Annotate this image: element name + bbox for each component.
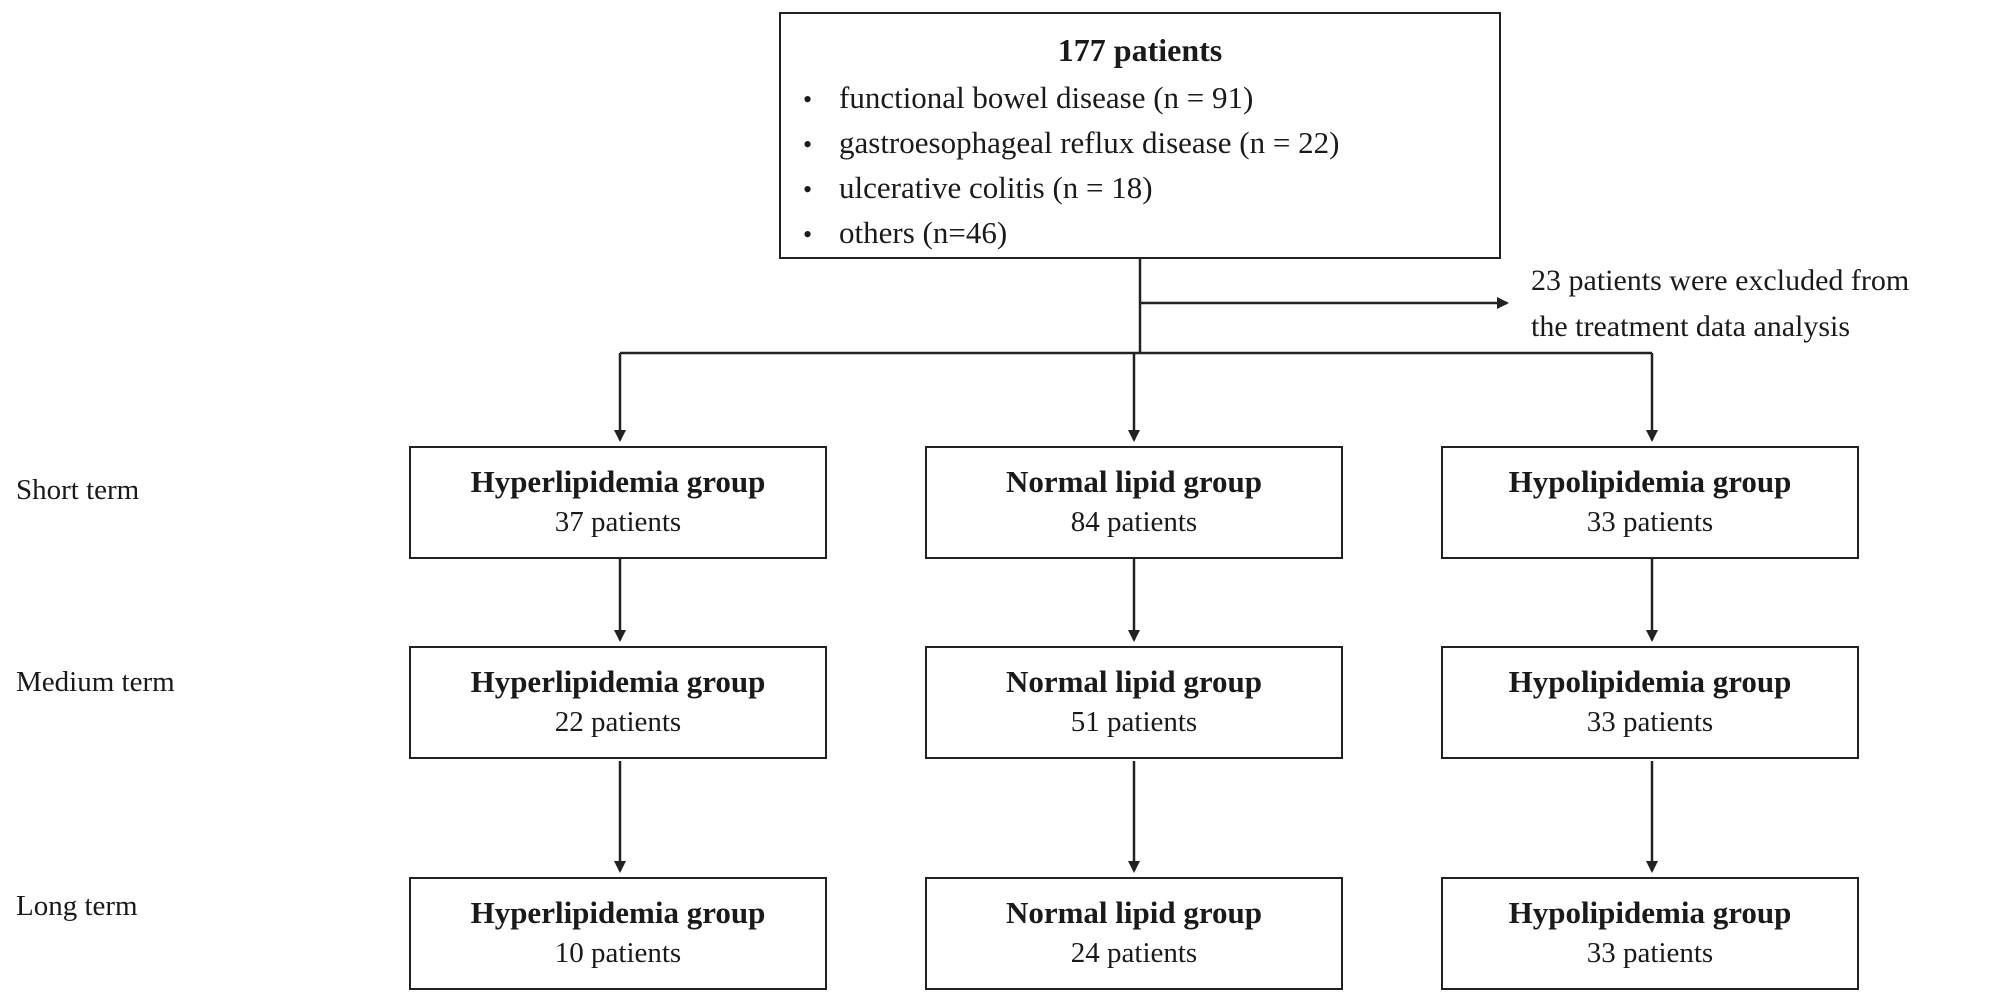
short-normal-lipid-box: Normal lipid group 84 patients	[925, 446, 1343, 559]
diagnosis-item: • ulcerative colitis (n = 18)	[803, 166, 1339, 211]
group-count: 10 patients	[554, 937, 682, 969]
diagnosis-item: • gastroesophageal reflux disease (n = 22…	[803, 121, 1339, 166]
group-name: Normal lipid group	[1005, 664, 1263, 699]
group-count: 22 patients	[554, 706, 682, 738]
medium-normal-lipid-box: Normal lipid group 51 patients	[925, 646, 1343, 759]
diagnosis-label: others (n=46)	[839, 215, 1008, 250]
bullet-icon: •	[803, 220, 813, 249]
group-count: 51 patients	[1070, 706, 1198, 738]
source-title: 177 patients	[1057, 32, 1223, 68]
long-normal-lipid-box: Normal lipid group 24 patients	[925, 877, 1343, 990]
term-label-short: Short term	[16, 474, 140, 506]
diagnosis-label: functional bowel disease (n = 91)	[839, 80, 1254, 115]
group-name: Hyperlipidemia group	[470, 664, 766, 699]
medium-hypolipidemia-box: Hypolipidemia group 33 patients	[1441, 646, 1859, 759]
group-count: 33 patients	[1586, 937, 1714, 969]
long-hyperlipidemia-box: Hyperlipidemia group 10 patients	[409, 877, 827, 990]
diagnosis-list: • functional bowel disease (n = 91) • gast…	[803, 76, 1339, 256]
diagnosis-item: • others (n=46)	[803, 211, 1339, 256]
exclusion-line-2: the treatment data analysis	[1531, 310, 1851, 343]
group-name: Hypolipidemia group	[1508, 664, 1792, 699]
group-name: Hypolipidemia group	[1508, 464, 1792, 499]
group-name: Normal lipid group	[1005, 464, 1263, 499]
group-name: Hyperlipidemia group	[470, 895, 766, 930]
term-label-medium: Medium term	[16, 666, 175, 698]
bullet-icon: •	[803, 85, 813, 114]
diagnosis-item: • functional bowel disease (n = 91)	[803, 76, 1339, 121]
group-count: 24 patients	[1070, 937, 1198, 969]
group-name: Hypolipidemia group	[1508, 895, 1792, 930]
diagnosis-label: ulcerative colitis (n = 18)	[839, 170, 1153, 205]
bullet-icon: •	[803, 175, 813, 204]
bullet-icon: •	[803, 130, 813, 159]
long-hypolipidemia-box: Hypolipidemia group 33 patients	[1441, 877, 1859, 990]
group-count: 37 patients	[554, 506, 682, 538]
exclusion-note: 23 patients were excluded from the treat…	[1531, 258, 1909, 350]
group-count: 84 patients	[1070, 506, 1198, 538]
group-name: Normal lipid group	[1005, 895, 1263, 930]
group-count: 33 patients	[1586, 706, 1714, 738]
term-label-long: Long term	[16, 890, 138, 922]
exclusion-line-1: 23 patients were excluded from	[1531, 264, 1910, 297]
group-name: Hyperlipidemia group	[470, 464, 766, 499]
group-count: 33 patients	[1586, 506, 1714, 538]
source-patients-box: 177 patients • functional bowel disease (…	[779, 12, 1501, 259]
short-hyperlipidemia-box: Hyperlipidemia group 37 patients	[409, 446, 827, 559]
diagnosis-label: gastroesophageal reflux disease (n = 22)	[839, 125, 1340, 160]
short-hypolipidemia-box: Hypolipidemia group 33 patients	[1441, 446, 1859, 559]
medium-hyperlipidemia-box: Hyperlipidemia group 22 patients	[409, 646, 827, 759]
